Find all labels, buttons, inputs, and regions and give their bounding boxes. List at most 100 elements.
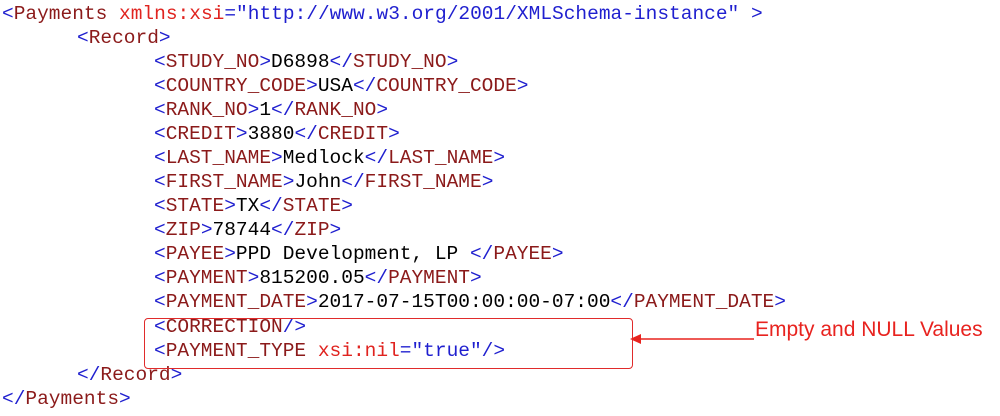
xml-punctuation: < <box>154 243 166 265</box>
field-value: 2017-07-15T00:00:00-07:00 <box>317 291 611 313</box>
xml-punctuation: > <box>306 291 318 313</box>
xml-punctuation: < <box>154 147 166 169</box>
xml-punctuation: </ <box>341 171 365 193</box>
xml-punctuation: < <box>154 123 166 145</box>
xml-punctuation: > <box>493 147 506 169</box>
xml-punctuation: > <box>200 219 213 241</box>
annotation-arrow-icon <box>630 334 754 344</box>
field-value: 78744 <box>212 219 272 241</box>
field-line: <STUDY_NO>D6898</STUDY_NO> <box>154 50 458 74</box>
xml-punctuation: < <box>154 51 166 73</box>
xml-punctuation: > <box>306 75 318 97</box>
payments-open-line: <Payments xmlns:xsi="http://www.w3.org/2… <box>2 3 763 25</box>
field-value: USA <box>317 75 353 97</box>
field-value: TX <box>235 195 260 217</box>
xml-punctuation: > <box>224 195 236 217</box>
xml-punctuation: </ <box>329 51 353 73</box>
field-tag: RANK_NO <box>165 99 248 121</box>
xml-punctuation: < <box>154 195 166 217</box>
xml-punctuation: > <box>481 171 494 193</box>
xml-punctuation: < <box>154 171 166 193</box>
payments-close-line: </Payments> <box>2 388 131 410</box>
field-line: <PAYEE>PPD Development, LP </PAYEE> <box>154 242 564 266</box>
field-line: <CREDIT>3880</CREDIT> <box>154 122 400 146</box>
xml-punctuation: < <box>154 219 166 241</box>
record-close-tag: Record <box>100 364 171 386</box>
xml-punctuation: > <box>376 99 389 121</box>
xml-punctuation: </ <box>364 147 389 169</box>
payments-tag: Payments <box>13 3 108 25</box>
xml-punctuation: > <box>774 291 786 313</box>
field-tag: LAST_NAME <box>165 147 272 169</box>
xml-punctuation: < <box>154 75 166 97</box>
xml-punctuation: </ <box>610 291 634 313</box>
field-tag: PAYMENT_DATE <box>165 291 307 313</box>
field-close-tag: CREDIT <box>317 123 389 145</box>
field-close-tag: PAYEE <box>493 243 552 265</box>
field-line: <LAST_NAME>Medlock</LAST_NAME> <box>154 146 505 170</box>
record-open-line: <Record> <box>77 27 171 49</box>
xml-punctuation: </ <box>271 99 295 121</box>
xml-punctuation: > <box>235 123 248 145</box>
field-value: Medlock <box>282 147 365 169</box>
xml-punctuation: > <box>329 219 342 241</box>
xml-punctuation: > <box>469 267 482 289</box>
field-tag: COUNTRY_CODE <box>165 75 307 97</box>
xml-punctuation: > <box>341 195 353 217</box>
field-value: 1 <box>259 99 272 121</box>
xml-punctuation: > <box>224 243 236 265</box>
xml-punctuation: > <box>388 123 400 145</box>
xml-punctuation: < <box>154 99 166 121</box>
xml-punctuation: < <box>154 267 166 289</box>
field-close-tag: COUNTRY_CODE <box>376 75 517 97</box>
xml-punctuation: > <box>282 171 295 193</box>
field-close-tag: FIRST_NAME <box>364 171 482 193</box>
field-tag: ZIP <box>165 219 201 241</box>
field-tag: STUDY_NO <box>165 51 260 73</box>
correction-tag: CORRECTION <box>165 316 283 338</box>
field-line: <FIRST_NAME>John</FIRST_NAME> <box>154 170 493 194</box>
xml-punctuation: </ <box>271 219 295 241</box>
field-line: <ZIP>78744</ZIP> <box>154 218 341 242</box>
nil-value: true <box>423 340 470 362</box>
field-value: 3880 <box>247 123 295 145</box>
field-close-tag: STUDY_NO <box>352 51 447 73</box>
highlight-box <box>144 318 633 369</box>
field-tag: FIRST_NAME <box>165 171 283 193</box>
field-value: PPD Development, LP <box>235 243 470 265</box>
xml-punctuation: > <box>247 99 260 121</box>
xml-punctuation: > <box>516 75 529 97</box>
payments-close-tag: Payments <box>25 388 120 410</box>
field-value: D6898 <box>271 51 330 73</box>
xml-punctuation: > <box>446 51 459 73</box>
field-tag: STATE <box>165 195 225 217</box>
field-value: 815200.05 <box>259 267 365 289</box>
xml-punctuation: </ <box>364 267 389 289</box>
field-close-tag: PAYMENT <box>388 267 470 289</box>
annotation-label: Empty and NULL Values <box>755 318 983 341</box>
record-close-line: </Record> <box>77 364 183 386</box>
xml-punctuation: > <box>551 243 564 265</box>
payment-type-tag: PAYMENT_TYPE <box>165 340 307 362</box>
xml-punctuation: </ <box>352 75 377 97</box>
xml-punctuation: > <box>247 267 260 289</box>
correction-line: <CORRECTION/> <box>154 316 307 338</box>
field-close-tag: STATE <box>282 195 342 217</box>
field-line: <COUNTRY_CODE>USA</COUNTRY_CODE> <box>154 74 529 98</box>
field-close-tag: RANK_NO <box>294 99 377 121</box>
nil-attr: xsi:nil <box>317 340 400 362</box>
field-close-tag: LAST_NAME <box>388 147 494 169</box>
payment-type-line: <PAYMENT_TYPE xsi:nil="true"/> <box>154 340 506 362</box>
record-tag: Record <box>88 27 159 49</box>
xml-punctuation: </ <box>259 195 283 217</box>
field-tag: CREDIT <box>165 123 236 145</box>
field-tag: PAYEE <box>165 243 225 265</box>
field-line: <PAYMENT>815200.05</PAYMENT> <box>154 266 482 290</box>
xml-punctuation: > <box>271 147 283 169</box>
field-close-tag: ZIP <box>294 219 330 241</box>
field-close-tag: PAYMENT_DATE <box>633 291 775 313</box>
field-value: John <box>294 171 342 193</box>
xmlns-attr: xmlns:xsi <box>119 3 225 25</box>
field-tag: PAYMENT <box>165 267 248 289</box>
xml-punctuation: </ <box>294 123 318 145</box>
